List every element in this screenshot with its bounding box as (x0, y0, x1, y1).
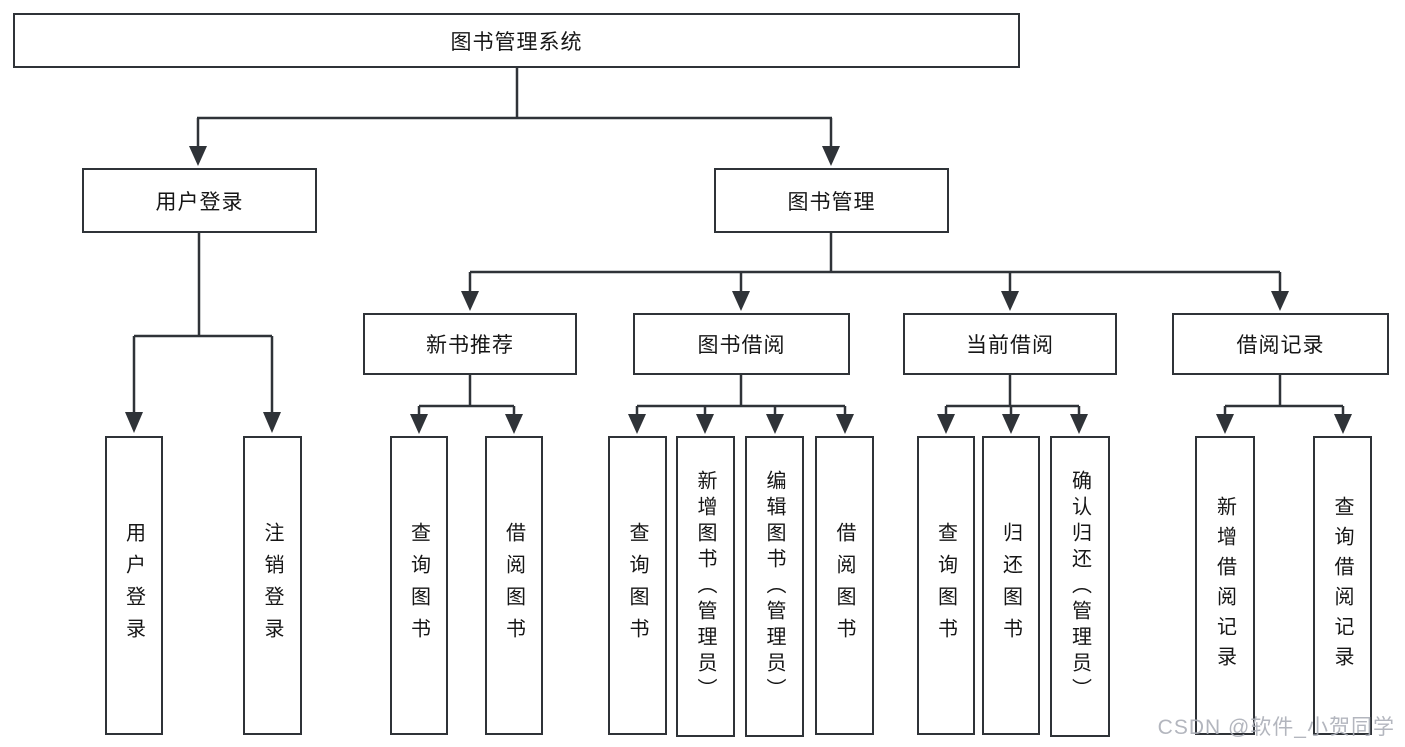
leaf-query-books-borrow: 查询图书 (608, 436, 667, 735)
leaf-borrow-books-recommend: 借阅图书 (485, 436, 543, 735)
node-book-management: 图书管理 (714, 168, 949, 233)
leaf-borrow-books: 借阅图书 (815, 436, 874, 735)
node-new-book-recommend: 新书推荐 (363, 313, 577, 375)
leaf-confirm-return-admin: 确认归还（管理员） (1050, 436, 1110, 737)
csdn-watermark: CSDN @软件_小贺同学 (1157, 716, 1395, 739)
node-book-borrow: 图书借阅 (633, 313, 850, 375)
node-current-borrow: 当前借阅 (903, 313, 1117, 375)
leaf-logout: 注销登录 (243, 436, 302, 735)
leaf-return-book: 归还图书 (982, 436, 1040, 735)
leaf-add-borrow-record: 新增借阅记录 (1195, 436, 1255, 735)
node-borrow-records: 借阅记录 (1172, 313, 1389, 375)
node-user-login: 用户登录 (82, 168, 317, 233)
leaf-query-books-current: 查询图书 (917, 436, 975, 735)
connector-arrowheads (125, 146, 1352, 434)
leaf-query-borrow-record: 查询借阅记录 (1313, 436, 1372, 735)
node-library-system: 图书管理系统 (13, 13, 1020, 68)
leaf-query-books-recommend: 查询图书 (390, 436, 448, 735)
leaf-add-book-admin: 新增图书（管理员） (676, 436, 735, 737)
leaf-user-login: 用户登录 (105, 436, 163, 735)
leaf-edit-book-admin: 编辑图书（管理员） (745, 436, 804, 737)
